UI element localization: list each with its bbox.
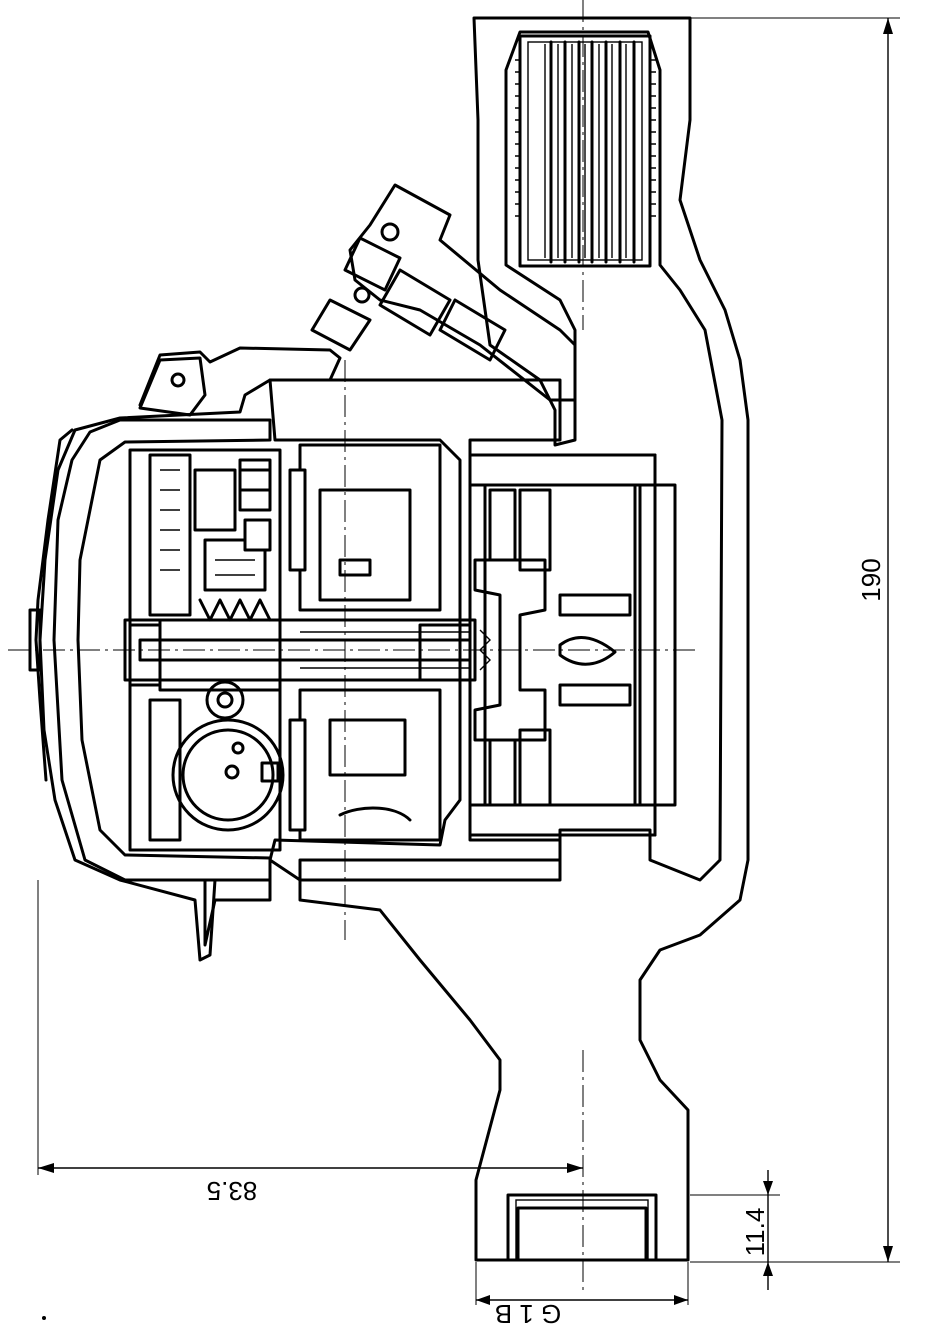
top-inlet-strainer bbox=[515, 34, 656, 268]
bottom-outlet-thread bbox=[506, 1193, 658, 1262]
pump-housing bbox=[298, 16, 750, 1262]
dimension-axis-offset: 83.5 bbox=[37, 880, 583, 1206]
thread-g1b-label: G 1 B bbox=[495, 1299, 561, 1327]
dimension-11-4-label: 11.4 bbox=[740, 1208, 770, 1257]
dimension-thread: G 1 B bbox=[475, 1262, 689, 1327]
stray-dot bbox=[42, 1316, 46, 1320]
dimension-overall-height: 190 bbox=[690, 17, 900, 1263]
dimension-83-5-label: 83.5 bbox=[207, 1176, 258, 1206]
impeller bbox=[418, 453, 677, 837]
motor-electronics-housing bbox=[28, 346, 342, 962]
vent-plug-assembly bbox=[310, 183, 577, 402]
center-lines bbox=[8, 0, 700, 1290]
motor-stator bbox=[238, 378, 562, 882]
motor-shaft bbox=[123, 618, 477, 687]
dimension-connection-height: 11.4 bbox=[690, 1170, 780, 1290]
dimension-190-label: 190 bbox=[856, 558, 886, 601]
